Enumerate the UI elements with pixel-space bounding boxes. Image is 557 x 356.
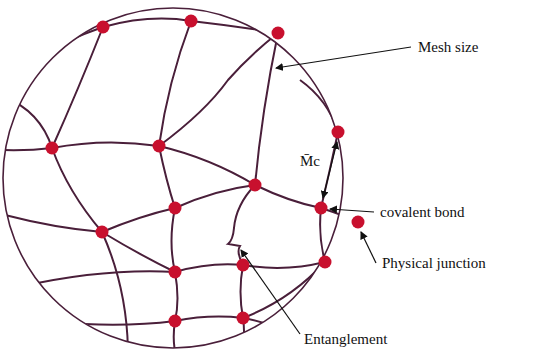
network-boundary <box>3 8 343 348</box>
entanglement-label: Entanglement <box>302 330 389 348</box>
mesh-size-label: Mesh size <box>416 38 480 56</box>
polymer-chains <box>0 19 370 356</box>
covalent-bond-label: covalent bond <box>378 203 467 221</box>
chain-mass-label: M̄c <box>298 152 322 170</box>
physical-junction-label: Physical junction <box>380 254 488 272</box>
leader-lines <box>241 47 411 334</box>
